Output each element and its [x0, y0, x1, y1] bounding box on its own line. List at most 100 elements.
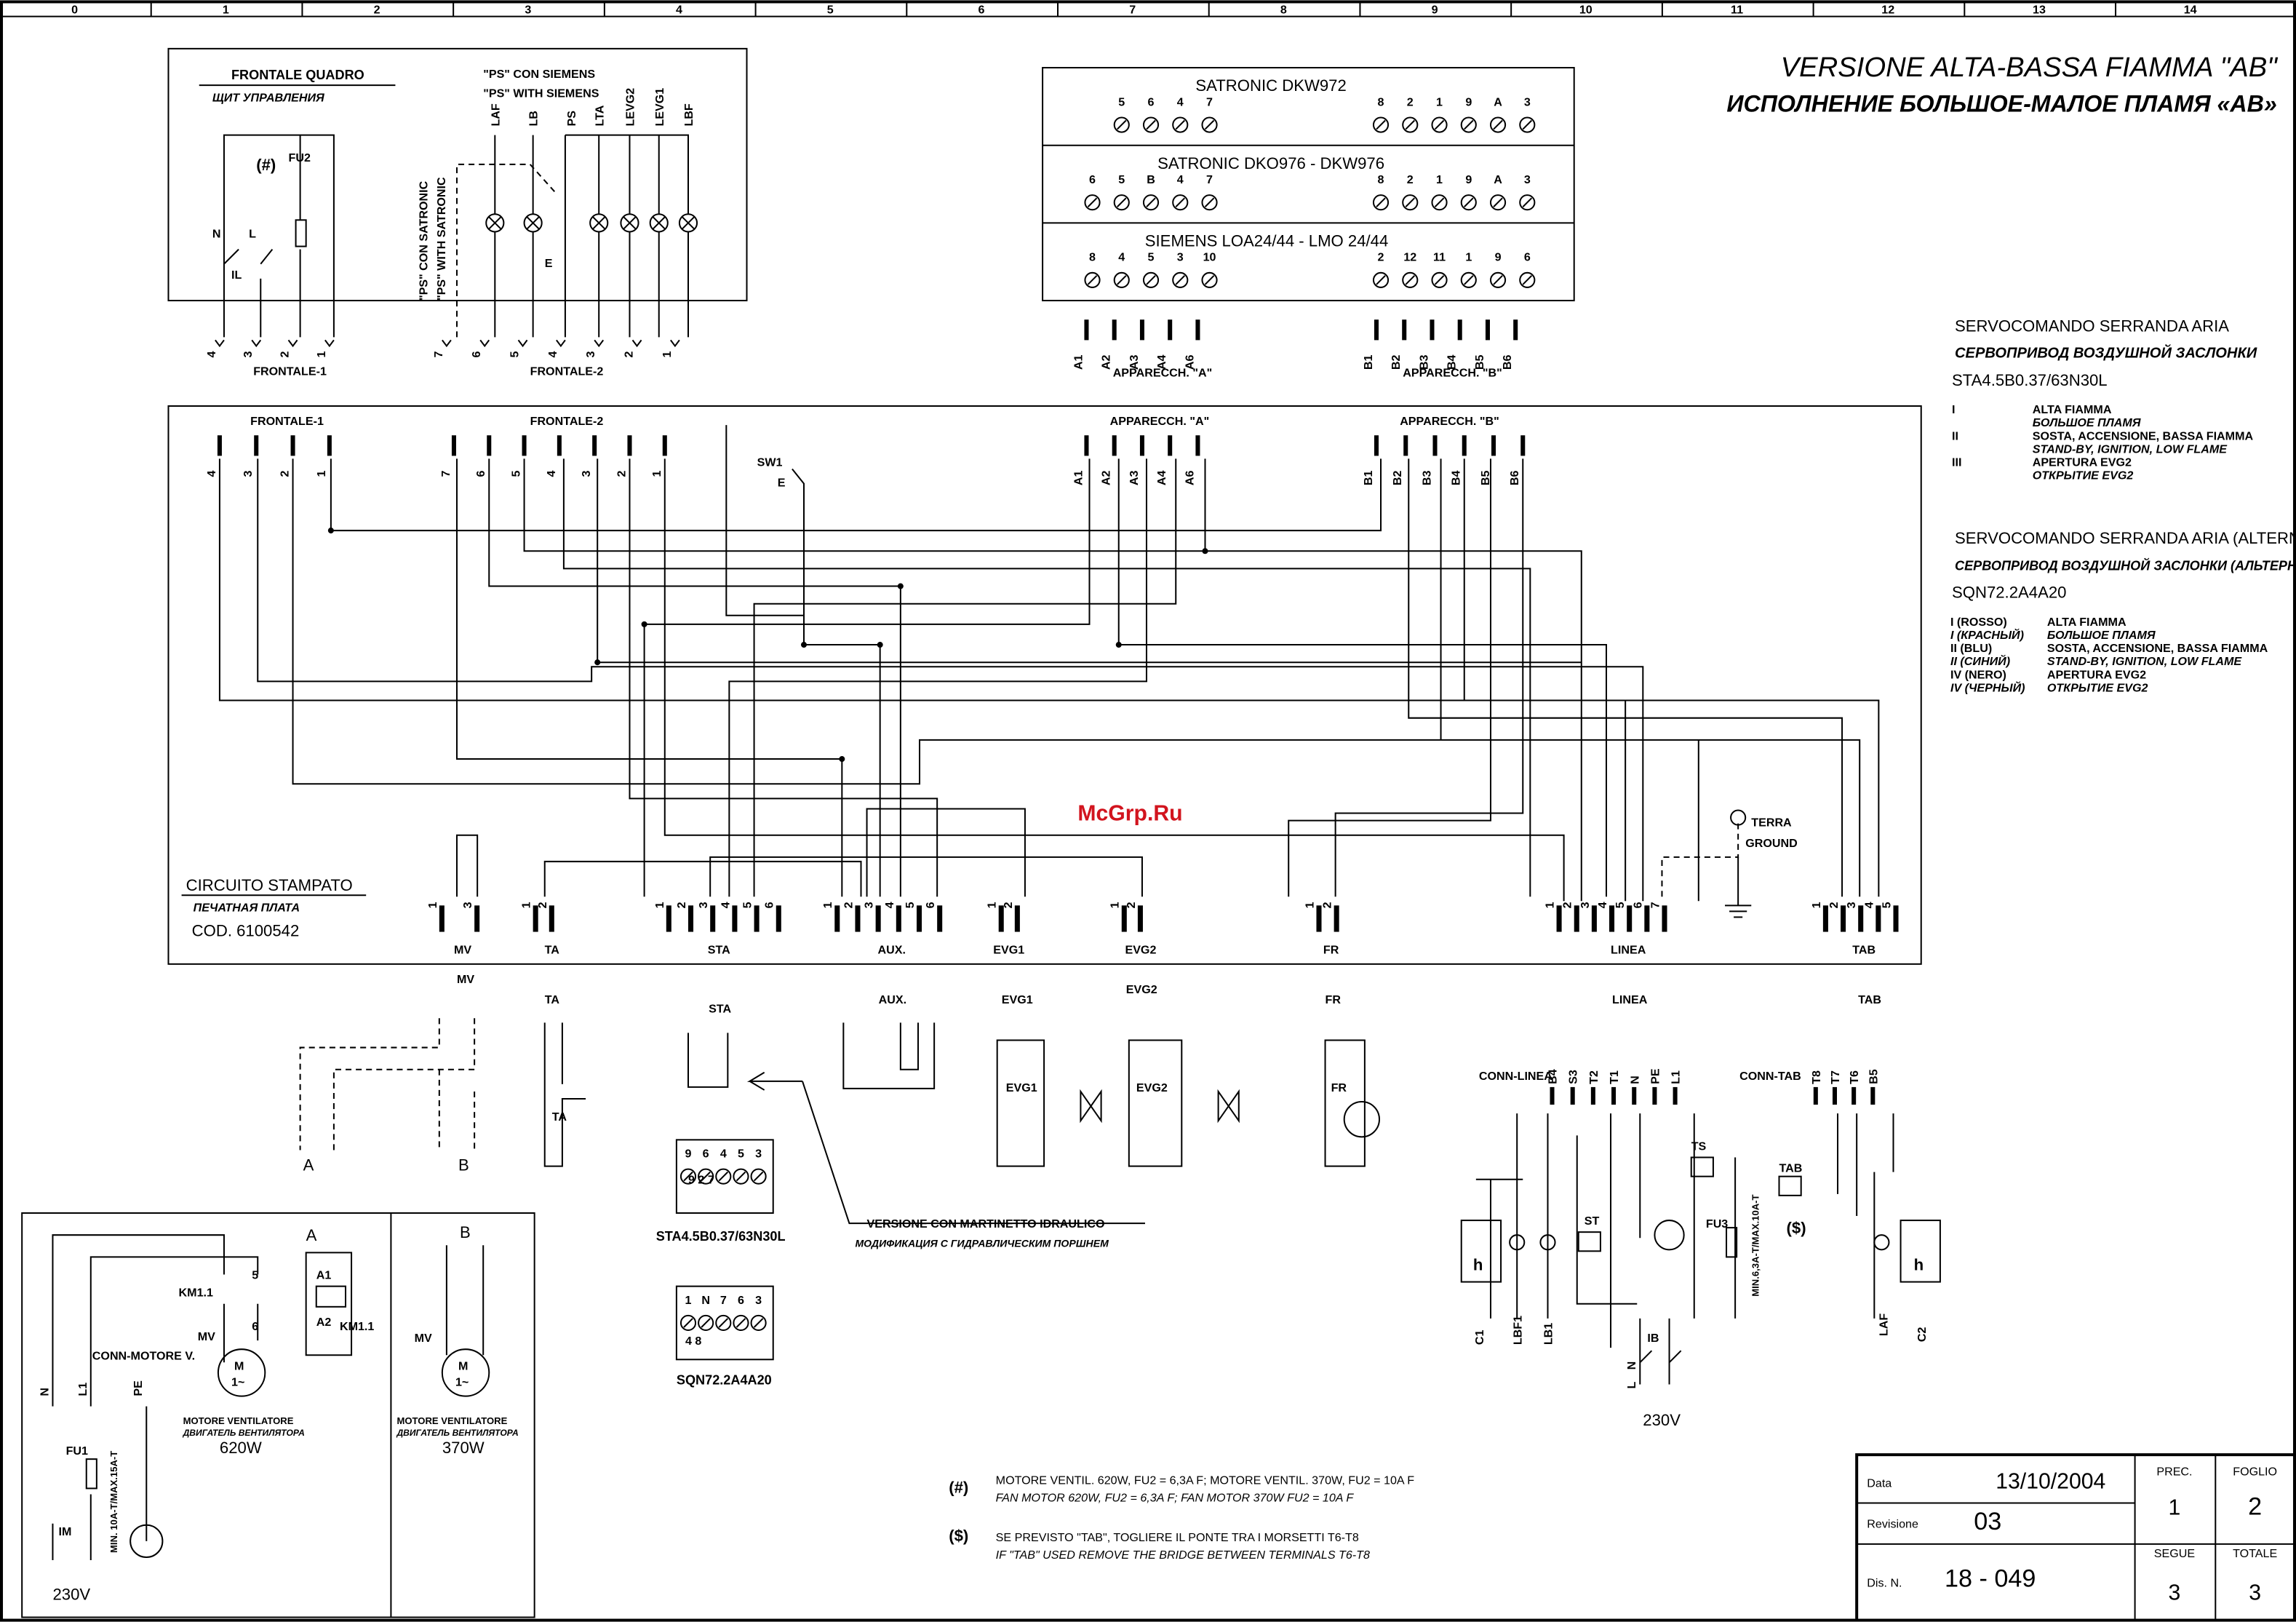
servo-alt-desc-alt: ОТКРЫТИЕ EVG2 — [2047, 681, 2148, 694]
connector-pin-number: 6 — [1631, 902, 1644, 908]
plug-pin — [1457, 319, 1462, 341]
detail-evg1-inner: EVG1 — [1006, 1081, 1037, 1094]
motor-power-b: 370W — [442, 1439, 485, 1457]
connector-label: TAB — [1852, 944, 1876, 957]
connector-pin — [937, 905, 943, 932]
sqn-model: SQN72.2A4A20 — [677, 1372, 772, 1387]
lamp-label: PS — [565, 111, 578, 127]
connector-pin-number: 3 — [461, 902, 474, 908]
motor-l1: L1 — [76, 1383, 89, 1396]
terminal-number: 8 — [1089, 251, 1096, 264]
servo-position: I — [1952, 403, 1955, 416]
ruler-column-label: 11 — [1731, 4, 1743, 17]
motor-mv-label: MV — [198, 1330, 215, 1343]
connector-pin — [666, 905, 671, 932]
title-block: Data 13/10/2004 Revisione 03 Dis. N. 18 … — [1855, 1453, 2295, 1619]
plug-pin — [1550, 1086, 1555, 1105]
earth-icon — [1725, 856, 1752, 918]
terminal-arrow-icon — [287, 339, 298, 348]
terminal-number: 2 — [623, 351, 636, 358]
fu1-rating: MIN. 10A-T/MAX.15A-T — [108, 1451, 119, 1553]
motor-b-label-ru: ДВИГАТЕЛЬ ВЕНТИЛЯТОРА — [396, 1428, 518, 1438]
connector-pin — [439, 905, 445, 932]
screw-terminal-icon — [1201, 116, 1218, 133]
connector-pin — [1316, 905, 1322, 932]
totale-label: TOTALE — [2233, 1547, 2277, 1560]
connector-pin — [549, 905, 554, 932]
servo-alt-position-ru: IV (ЧЕРНЫЙ) — [1950, 680, 2025, 694]
l-label: L — [249, 228, 256, 241]
connector-pin-number: 2 — [675, 902, 688, 908]
detail-b: B — [458, 1156, 469, 1174]
servo-title: SERVOCOMANDO SERRANDA ARIA — [1955, 317, 2229, 335]
terminal-arrow-icon — [215, 339, 225, 348]
plug-pin — [1611, 1086, 1617, 1105]
connector-pin-number: 2 — [1561, 902, 1574, 908]
detail-ta: TA — [545, 993, 560, 1006]
servo-model: STA4.5B0.37/63N30L — [1952, 371, 2108, 389]
connector-pin-number: 5 — [904, 902, 917, 908]
terminal-label: B5 — [1473, 354, 1486, 370]
pcb-frontale-2: FRONTALE-2 — [530, 415, 604, 428]
screw-terminal-icon — [1172, 194, 1189, 211]
plug-pin — [1084, 319, 1089, 341]
plug-pin — [1570, 1086, 1575, 1105]
servo-alt-desc-alt: STAND-BY, IGNITION, LOW FLAME — [2047, 655, 2243, 668]
terminal-label: B6 — [1508, 470, 1521, 485]
apparecch-a-label: APPARECCH. "A" — [1113, 367, 1213, 380]
terminal-number: 6 — [738, 1294, 744, 1307]
connector-pin — [998, 905, 1004, 932]
terminal-arrow-icon — [594, 339, 605, 348]
lamp-label: LEVG2 — [624, 88, 637, 127]
a2-label: A2 — [316, 1316, 332, 1329]
connector-pin — [1591, 905, 1597, 932]
terminal-number: 4 — [720, 1148, 727, 1161]
motor-phase: 1~ — [231, 1376, 244, 1389]
terminal-label: B3 — [1420, 470, 1433, 485]
connector-pin — [1121, 905, 1127, 932]
connector-pin — [754, 905, 760, 932]
ruler-column-label: 0 — [71, 4, 78, 17]
screw-terminal-icon — [1431, 271, 1448, 288]
screw-terminal-icon — [1460, 271, 1477, 288]
terminal-label: T1 — [1608, 1070, 1621, 1084]
pcb-title: CIRCUITO STAMPATO — [186, 876, 353, 894]
screw-terminal-icon — [1372, 116, 1390, 133]
frontale-quadro-panel: FRONTALE QUADRO ЩИТ УПРАВЛЕНИЯ (#) FU2 N… — [167, 47, 748, 378]
terminal-number: N — [701, 1294, 710, 1307]
terminal-arrow-icon — [517, 339, 528, 348]
ruler-column-label: 6 — [978, 4, 984, 17]
terminal-arrow-icon — [670, 339, 680, 348]
note-1-it: MOTORE VENTIL. 620W, FU2 = 6,3A F; MOTOR… — [996, 1474, 1415, 1487]
plug-pin — [451, 435, 456, 456]
conn-tab-label: CONN-TAB — [1739, 1070, 1801, 1083]
terminal-label: 2 — [279, 470, 292, 477]
screw-terminal-icon — [1142, 271, 1160, 288]
plug-pin — [1430, 319, 1435, 341]
connector-pin-number: 5 — [741, 902, 754, 908]
plug-pin — [1813, 1086, 1818, 1105]
terminal-label: A4 — [1155, 354, 1168, 370]
connector-pin-number: 1 — [520, 902, 533, 908]
terminal-number: 3 — [755, 1294, 762, 1307]
terminal-number: 3 — [1524, 173, 1531, 186]
plug-pin — [662, 435, 667, 456]
servo-alt-desc: SOSTA, ACCENSIONE, BASSA FIAMMA — [2047, 642, 2268, 655]
terminal-number: 4 — [546, 351, 559, 358]
terminal-number: 5 — [1118, 173, 1125, 186]
plug-pin — [487, 435, 492, 456]
connector-pin — [1662, 905, 1667, 932]
servo-position: II — [1952, 429, 1958, 442]
watermark: McGrp.Ru — [1077, 802, 1182, 826]
coil-h-2: h — [1914, 1255, 1924, 1273]
connector-pin — [896, 905, 901, 932]
connector-pin — [1574, 905, 1579, 932]
connector-pin-number: 2 — [536, 902, 549, 908]
screw-terminal-icon — [750, 1168, 767, 1185]
sqn-terminal-block — [675, 1285, 774, 1361]
